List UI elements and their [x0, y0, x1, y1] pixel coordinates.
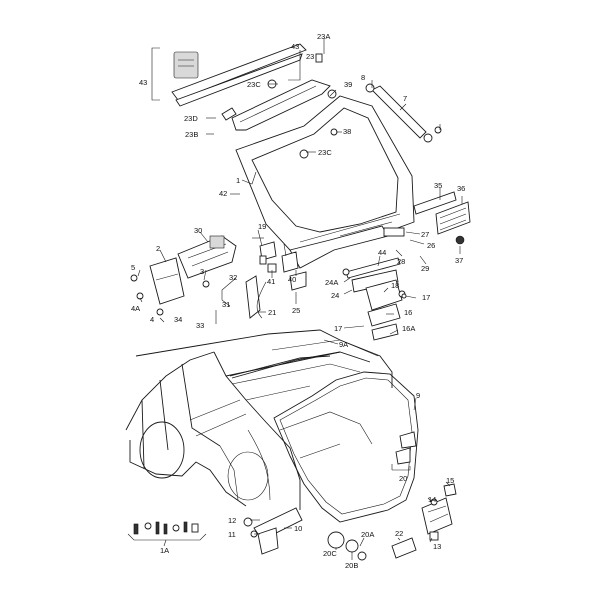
callout-23c-mid: 23C [318, 148, 332, 157]
callout-23: 23 [306, 52, 314, 61]
callout-42: 42 [219, 189, 227, 198]
callout-37: 37 [455, 256, 463, 265]
callout-41: 41 [267, 277, 275, 286]
callout-16a: 16A [402, 324, 415, 333]
callout-23a: 23A [317, 32, 330, 41]
latch-parts [245, 241, 307, 319]
callout-43a: 43 [139, 78, 147, 87]
callout-5: 5 [131, 263, 135, 272]
lock-cylinder-parts [365, 279, 407, 341]
callout-24: 24 [331, 291, 339, 300]
tailgate-buffers [327, 431, 417, 561]
callout-44: 44 [378, 248, 386, 257]
callout-23d: 23D [184, 114, 198, 123]
callout-2: 2 [156, 244, 160, 253]
callout-17b: 17 [334, 324, 342, 333]
callout-31: 31 [222, 300, 230, 309]
callout-34: 34 [174, 315, 182, 324]
leader-lines [137, 38, 463, 560]
callout-3: 3 [200, 267, 204, 276]
callout-10: 10 [294, 524, 302, 533]
callout-29: 29 [421, 264, 429, 273]
tailgate-seal [231, 351, 419, 523]
callout-11: 11 [228, 530, 236, 539]
tailgate-hinge [243, 507, 303, 555]
callout-8: 8 [361, 73, 365, 82]
callout-38: 38 [343, 127, 351, 136]
callout-35: 35 [434, 181, 442, 190]
callout-36: 36 [457, 184, 465, 193]
callout-labels: 1 1A 2 3 4 4A 5 7 8 9 9A 10 11 12 13 14 … [131, 32, 465, 570]
callout-25: 25 [292, 306, 300, 315]
callout-40: 40 [288, 275, 296, 284]
tailgate-panel [235, 89, 415, 269]
callout-27: 27 [421, 230, 429, 239]
callout-14: 14 [428, 495, 436, 504]
fastener-kit [127, 521, 207, 541]
callout-12: 12 [228, 516, 236, 525]
callout-22: 22 [395, 529, 403, 538]
callout-33: 33 [196, 321, 204, 330]
callout-9a: 9A [339, 340, 348, 349]
callout-23b: 23B [185, 130, 198, 139]
callout-9: 9 [416, 391, 420, 400]
callout-16: 16 [404, 308, 412, 317]
spoiler-assembly [171, 43, 331, 131]
tailgate-lock [421, 483, 457, 541]
callout-20b: 20B [345, 561, 358, 570]
vehicle-body [125, 329, 393, 510]
callout-24a: 24A [325, 278, 338, 287]
callout-18: 18 [391, 281, 399, 290]
lock-actuator [130, 235, 237, 316]
callout-17a: 17 [422, 293, 430, 302]
callout-19: 19 [258, 222, 266, 231]
callout-1: 1 [236, 176, 240, 185]
callout-23c-top: 23C [247, 80, 261, 89]
callout-1a: 1A [160, 546, 169, 555]
callout-26: 26 [427, 241, 435, 250]
callout-21: 21 [268, 308, 276, 317]
callout-20c: 20C [323, 549, 337, 558]
emblems [413, 191, 471, 245]
callout-15: 15 [446, 476, 454, 485]
callout-39: 39 [344, 80, 352, 89]
callout-13: 13 [433, 542, 441, 551]
callout-43b: 43 [291, 42, 299, 51]
gas-strut [365, 83, 442, 143]
callout-7: 7 [403, 94, 407, 103]
callout-20a: 20A [361, 530, 374, 539]
trim-strip [342, 257, 401, 293]
callout-4: 4 [150, 315, 154, 324]
callout-4a: 4A [131, 304, 140, 313]
callout-30: 30 [194, 226, 202, 235]
callout-28: 28 [397, 257, 405, 266]
callout-20: 20 [399, 474, 407, 483]
callout-32: 32 [229, 273, 237, 282]
switch-22 [391, 537, 417, 559]
